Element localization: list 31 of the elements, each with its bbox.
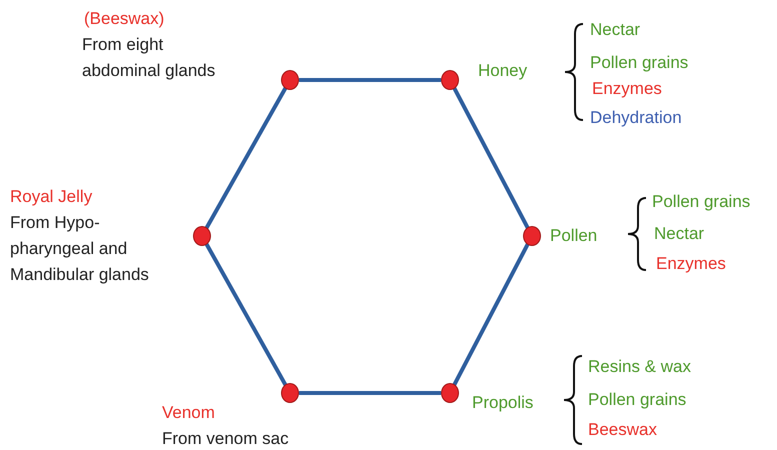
vertex-circle: [193, 226, 211, 246]
vertex-circle: [281, 383, 299, 403]
origin-note: From Hypo- pharyngeal and Mandibular glands: [10, 212, 150, 286]
product-label: Royal Jelly: [10, 186, 92, 208]
component-label: Resins & wax: [588, 356, 691, 378]
component-label: Nectar: [590, 19, 640, 41]
origin-note: From eight abdominal glands: [82, 34, 216, 82]
connector-line: [204, 242, 288, 386]
origin-note: From venom sac: [162, 428, 289, 450]
vertex-circle: [441, 70, 459, 90]
product-label: Honey: [478, 60, 528, 82]
connector-line: [204, 86, 288, 230]
connector-line: [452, 243, 530, 386]
product-label: (Beeswax): [84, 8, 164, 30]
component-label: Enzymes: [656, 253, 726, 275]
component-label: Pollen grains: [652, 191, 750, 213]
component-label: Beeswax: [588, 419, 657, 441]
component-label: Pollen grains: [588, 389, 686, 411]
vertex-circle: [523, 226, 541, 246]
connector-line: [299, 391, 441, 395]
component-label: Enzymes: [592, 78, 662, 100]
component-label: Dehydration: [590, 107, 682, 129]
vertex-circle: [441, 383, 459, 403]
connector-line: [452, 87, 530, 229]
connector-line: [299, 78, 441, 82]
component-label: Nectar: [654, 223, 704, 245]
component-label: Pollen grains: [590, 52, 688, 74]
vertex-circle: [281, 70, 299, 90]
product-label: Venom: [162, 402, 215, 424]
product-label: Pollen: [550, 225, 598, 247]
product-label: Propolis: [472, 392, 534, 414]
